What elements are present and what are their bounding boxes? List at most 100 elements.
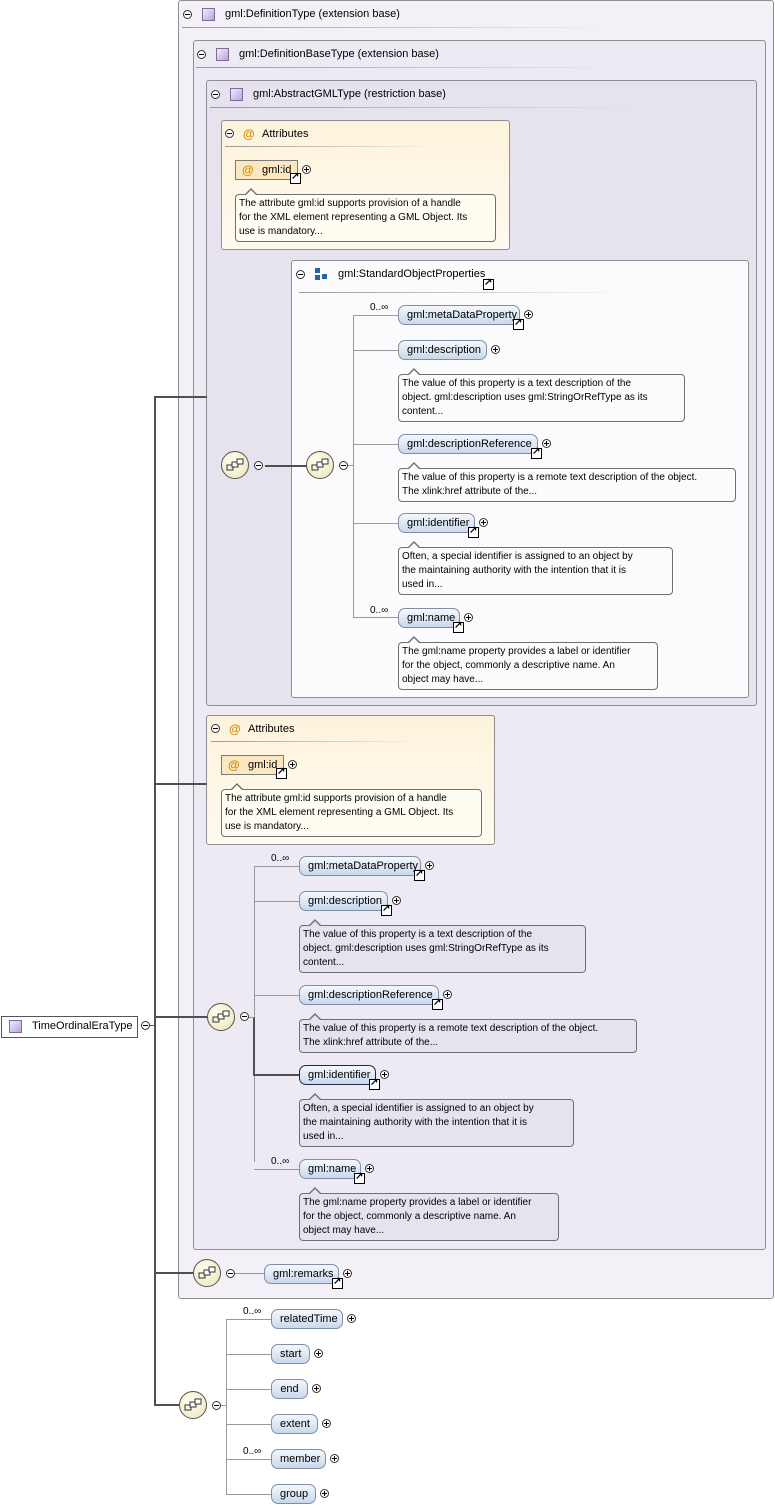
sequence-compositor-icon[interactable] <box>221 451 249 479</box>
element-member[interactable]: member <box>271 1449 326 1469</box>
abstract-gml-type-title: gml:AbstractGMLType (restriction base) <box>253 88 446 100</box>
link-arrow-icon[interactable] <box>468 525 479 538</box>
element-doc-descriptionreference-inner: The value of this property is a remote t… <box>398 462 736 502</box>
connector <box>226 1424 271 1425</box>
collapse-standard-object-properties[interactable] <box>296 270 305 279</box>
expand-element[interactable] <box>491 345 500 354</box>
attribute-at-icon: @ <box>243 127 255 141</box>
element-group[interactable]: group <box>271 1484 316 1504</box>
sequence-compositor-icon[interactable] <box>207 1003 235 1031</box>
expand-element[interactable] <box>330 1454 339 1463</box>
complex-type-icon <box>216 48 229 61</box>
complex-type-icon <box>202 8 215 21</box>
definition-type-title: gml:DefinitionType (extension base) <box>225 8 400 20</box>
link-arrow-icon[interactable] <box>453 620 464 633</box>
doc-line: object may have... <box>402 674 484 685</box>
expand-element[interactable] <box>542 439 551 448</box>
expand-element[interactable] <box>380 1070 389 1079</box>
link-arrow-icon[interactable] <box>381 903 392 916</box>
collapse-sequence[interactable] <box>212 1401 221 1410</box>
connector <box>353 315 398 316</box>
attributes-outer-title: Attributes <box>248 723 295 735</box>
complex-type-icon <box>230 88 243 101</box>
element-name-inner[interactable]: gml:name <box>398 608 460 628</box>
connector <box>253 1017 255 1075</box>
element-metadataproperty-inner[interactable]: gml:metaDataProperty <box>398 305 520 325</box>
element-doc-description-outer: The value of this property is a text des… <box>299 919 586 973</box>
collapse-abstract-gml-type[interactable] <box>211 90 220 99</box>
element-relatedtime[interactable]: relatedTime <box>271 1309 343 1329</box>
link-arrow-icon[interactable] <box>414 868 425 881</box>
attribute-gml-id-outer[interactable]: @ gml:id <box>221 755 284 775</box>
link-arrow-icon[interactable] <box>513 317 524 330</box>
element-extent[interactable]: extent <box>271 1414 318 1434</box>
doc-line: The value of this property is a remote t… <box>402 472 698 483</box>
expand-element[interactable] <box>365 1164 374 1173</box>
expand-element[interactable] <box>443 990 452 999</box>
collapse-definition-type[interactable] <box>183 10 192 19</box>
divider <box>196 67 626 68</box>
element-metadataproperty-outer[interactable]: gml:metaDataProperty <box>299 856 421 876</box>
sequence-compositor-icon[interactable] <box>306 451 334 479</box>
collapse-attributes-outer[interactable] <box>211 724 220 733</box>
connector <box>254 866 299 867</box>
sequence-compositor-icon[interactable] <box>193 1259 221 1287</box>
collapse-sequence[interactable] <box>339 461 348 470</box>
connector <box>244 1017 254 1018</box>
occurrence-label: 0..∞ <box>271 853 290 864</box>
doc-line: used in... <box>303 1131 344 1142</box>
expand-element[interactable] <box>464 613 473 622</box>
doc-line: the maintaining authority with the inten… <box>402 565 627 576</box>
element-identifier-outer[interactable]: gml:identifier <box>299 1065 376 1085</box>
expand-element[interactable] <box>320 1489 329 1498</box>
expand-element[interactable] <box>392 896 401 905</box>
expand-element[interactable] <box>347 1314 356 1323</box>
element-identifier-inner[interactable]: gml:identifier <box>398 513 475 533</box>
doc-line: for the XML element representing a GML O… <box>225 807 454 818</box>
connector <box>226 1389 271 1390</box>
doc-line: used in... <box>402 579 443 590</box>
connector <box>234 1273 264 1274</box>
collapse-sequence[interactable] <box>254 461 263 470</box>
element-descriptionreference-inner[interactable]: gml:descriptionReference <box>398 434 538 454</box>
doc-line: the maintaining authority with the inten… <box>303 1117 528 1128</box>
expand-element[interactable] <box>343 1269 352 1278</box>
element-remarks[interactable]: gml:remarks <box>264 1264 339 1284</box>
link-arrow-icon[interactable] <box>369 1077 380 1090</box>
link-arrow-icon[interactable] <box>531 446 542 459</box>
element-name-outer[interactable]: gml:name <box>299 1159 361 1179</box>
link-arrow-icon[interactable] <box>332 1276 343 1289</box>
collapse-sequence[interactable] <box>240 1012 249 1021</box>
expand-element[interactable] <box>322 1419 331 1428</box>
collapse-sequence[interactable] <box>226 1269 235 1278</box>
collapse-attributes-inner[interactable] <box>225 129 234 138</box>
expand-element[interactable] <box>479 518 488 527</box>
connector <box>254 901 299 902</box>
element-description-outer[interactable]: gml:description <box>299 891 388 911</box>
attribute-gml-id-inner[interactable]: @ gml:id <box>235 160 298 180</box>
expand-element[interactable] <box>524 310 533 319</box>
link-arrow-icon[interactable] <box>354 1171 365 1184</box>
link-arrow-icon[interactable] <box>276 766 287 779</box>
doc-line: The attribute gml:id supports provision … <box>225 793 447 804</box>
collapse-definition-base-type[interactable] <box>197 50 206 59</box>
expand-attribute-gml-id-outer[interactable] <box>288 760 297 769</box>
sequence-compositor-icon[interactable] <box>179 1391 207 1419</box>
element-description-inner[interactable]: gml:description <box>398 340 487 360</box>
expand-element[interactable] <box>312 1384 321 1393</box>
connector <box>154 783 207 785</box>
element-end[interactable]: end <box>271 1379 308 1399</box>
expand-element[interactable] <box>314 1349 323 1358</box>
collapse-root[interactable] <box>141 1021 150 1030</box>
element-descriptionreference-outer[interactable]: gml:descriptionReference <box>299 985 439 1005</box>
link-arrow-icon[interactable] <box>290 171 301 184</box>
link-arrow-icon[interactable] <box>432 997 443 1010</box>
expand-element[interactable] <box>425 861 434 870</box>
element-doc-name-outer: The gml:name property provides a label o… <box>299 1187 559 1241</box>
element-start[interactable]: start <box>271 1344 310 1364</box>
connector <box>343 465 353 466</box>
root-type-box[interactable] <box>1 1016 138 1038</box>
expand-attribute-gml-id-inner[interactable] <box>302 165 311 174</box>
link-arrow-icon[interactable] <box>483 277 494 290</box>
connector <box>226 1319 271 1320</box>
